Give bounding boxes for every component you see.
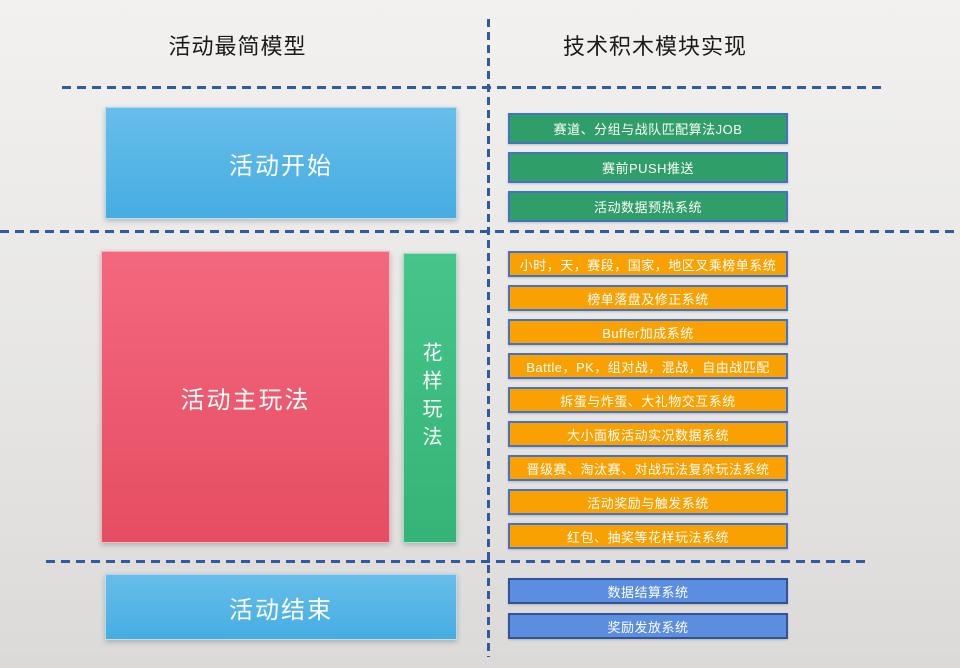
module-battle-pk-matching: Battle，PK，组对战，混战，自由战匹配 <box>508 353 788 379</box>
right-section-title: 技术积木模块实现 <box>562 34 747 59</box>
module-panel-live-data: 大小面板活动实况数据系统 <box>508 421 788 447</box>
module-reward-trigger: 活动奖励与触发系统 <box>508 489 788 515</box>
module-promotion-knockout-complex-play: 晋级赛、淘汰赛、对战玩法复杂玩法系统 <box>508 455 788 481</box>
flow-box-main-gameplay: 活动主玩法 <box>101 251 390 543</box>
divider-bottom-dashed-line <box>46 560 868 563</box>
left-section-title: 活动最简模型 <box>168 34 307 59</box>
flow-box-activity-end: 活动结束 <box>105 574 457 640</box>
module-redpacket-lottery-variety: 红包、抽奖等花样玩法系统 <box>508 523 788 549</box>
module-pre-match-push: 赛前PUSH推送 <box>508 152 788 183</box>
module-buffer-boost: Buffer加成系统 <box>508 319 788 345</box>
divider-middle-dashed-line <box>0 230 960 233</box>
module-activity-data-preheat: 活动数据预热系统 <box>508 191 788 222</box>
module-ranking-persist-correction: 榜单落盘及修正系统 <box>508 285 788 311</box>
flow-box-activity-start: 活动开始 <box>105 107 457 219</box>
module-track-grouping-team-matching-job: 赛道、分组与战队匹配算法JOB <box>508 113 788 144</box>
module-group-pre-activity: 赛道、分组与战队匹配算法JOB 赛前PUSH推送 活动数据预热系统 <box>508 113 788 222</box>
module-egg-gift-interaction: 拆蛋与炸蛋、大礼物交互系统 <box>508 387 788 413</box>
variety-gameplay-vertical-label: 花样玩法 <box>419 342 441 454</box>
module-reward-distribution: 奖励发放系统 <box>508 613 788 639</box>
module-group-post-activity: 数据结算系统 奖励发放系统 <box>508 578 788 639</box>
divider-top-dashed-line <box>62 86 882 89</box>
module-cross-ranking-system: 小时，天，赛段，国家，地区叉乘榜单系统 <box>508 251 788 277</box>
module-data-settlement: 数据结算系统 <box>508 578 788 604</box>
flow-box-variety-gameplay: 花样玩法 <box>403 253 457 543</box>
divider-vertical-dashed-line <box>487 19 490 657</box>
module-group-main-activity: 小时，天，赛段，国家，地区叉乘榜单系统 榜单落盘及修正系统 Buffer加成系统… <box>508 251 788 549</box>
